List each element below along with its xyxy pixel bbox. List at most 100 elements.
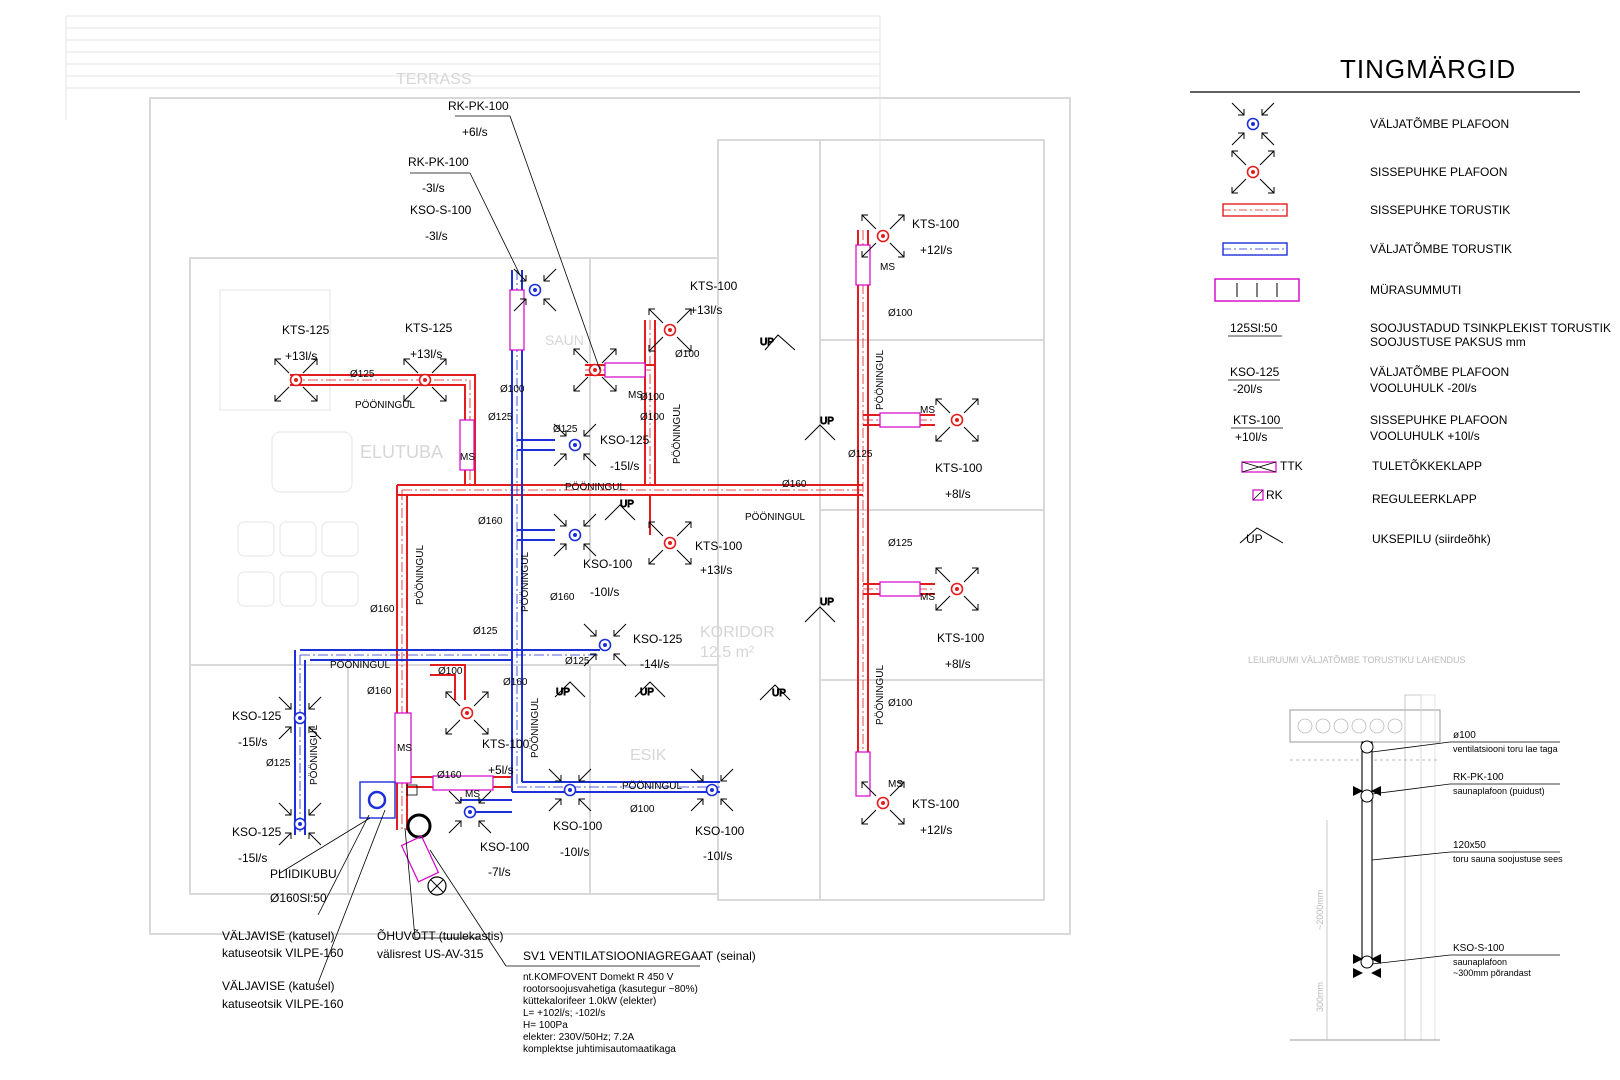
label: KSO-125 [232, 709, 282, 723]
ahu-title: SV1 VENTILATSIOONIAGREGAAT (seinal) [523, 949, 756, 963]
ahu-specification: SV1 VENTILATSIOONIAGREGAAT (seinal) nt.K… [523, 949, 756, 1055]
section-note: saunaplafoon [1453, 957, 1507, 967]
label: +13l/s [690, 303, 722, 317]
terrace-hatching [65, 15, 881, 240]
label: Ø160 [782, 479, 807, 490]
label: Ø125 [553, 424, 578, 435]
ahu-spec-line: nt.KOMFOVENT Domekt R 450 V [523, 972, 674, 983]
ahu-spec-line: komplektse juhtimisautomaatikaga [523, 1044, 676, 1055]
label: -14l/s [640, 657, 669, 671]
room-label: ESIK [630, 747, 667, 764]
room-label: 12.5 m² [700, 644, 755, 661]
label: MS [465, 789, 480, 800]
label: +13l/s [700, 563, 732, 577]
label: -10l/s [560, 845, 589, 859]
label: KSO-100 [553, 819, 603, 833]
supply-duct-symbol [1222, 203, 1288, 217]
label: -10l/s [590, 585, 619, 599]
legend-symbol: 125Sl:50 [1230, 321, 1278, 335]
label: -3l/s [425, 229, 448, 243]
label: ÕHUVÕTT (tuulekastis) [377, 928, 503, 943]
legend-label: MÜRASUMMUTI [1370, 283, 1461, 297]
label: PLIIDIKUBU [270, 867, 337, 881]
label: Ø125 [488, 412, 513, 423]
label: Ø100 [675, 349, 700, 360]
label: MS [888, 779, 903, 790]
supply-diffuser [445, 691, 489, 735]
label: Ø125 [888, 538, 913, 549]
label: KSO-100 [583, 557, 633, 571]
legend: TINGMÄRGID VÄLJATÕMBE PLAFOON SISSEPUHKE… [1190, 54, 1611, 546]
ahu-spec-line: H= 100Pa [523, 1020, 568, 1031]
label: Ø160 [437, 770, 462, 781]
room-label: TERRASS [396, 71, 472, 88]
legend-label: SISSEPUHKE PLAFOON [1370, 413, 1507, 427]
door-undercut-symbols: UP UP UP UP UP UP UP [554, 334, 836, 701]
label: PÖÖNINGUL [565, 481, 625, 493]
label: Ø160 [503, 677, 528, 688]
section-note: RK-PK-100 [1453, 772, 1504, 783]
label: MS [920, 405, 935, 416]
section-note: ventilatsiooni toru lae taga [1453, 744, 1558, 754]
label: KSO-100 [695, 824, 745, 838]
supply-ductwork [290, 230, 935, 830]
legend-label: VÄLJATÕMBE TORUSTIK [1370, 241, 1512, 256]
silencer-symbol [1214, 278, 1300, 302]
label: Ø100 [640, 392, 665, 403]
label: -15l/s [610, 459, 639, 473]
legend-label: SISSEPUHKE PLAFOON [1370, 165, 1507, 179]
exhaust-diffuser [690, 768, 734, 812]
section-title: LEILIRUUMI VÄLJATÕMBE TORUSTIKU LAHENDUS [1248, 655, 1466, 665]
label: PÖÖNINGUL [671, 404, 683, 464]
exhaust-diffuser-symbol [1231, 102, 1275, 146]
supply-diffuser [648, 521, 692, 565]
legend-symbol: RK [1266, 488, 1283, 502]
label: KSO-125 [232, 825, 282, 839]
room-label: SAUN [545, 332, 584, 348]
room-label: ELUTUBA [360, 442, 443, 462]
label: KTS-100 [912, 797, 960, 811]
label: Ø160 [370, 604, 395, 615]
label: katuseotsik VILPE-160 [222, 997, 344, 1011]
label: +12l/s [920, 243, 952, 257]
legend-symbol: -20l/s [1233, 382, 1262, 396]
svg-text:UP: UP [820, 416, 834, 427]
svg-text:UP: UP [820, 597, 834, 608]
legend-label: SOOJUSTUSE PAKSUS mm [1370, 335, 1526, 349]
door-undercut-symbol [1239, 527, 1284, 544]
section-note: ~300mm põrandast [1453, 968, 1531, 978]
label: +6l/s [462, 125, 488, 139]
label: KTS-100 [912, 217, 960, 231]
supply-diffusers [274, 214, 979, 825]
ahu-spec-line: küttekalorifeer 1.0kW (elekter) [523, 996, 656, 1007]
exhaust-diffuser [548, 768, 592, 812]
label: -3l/s [422, 181, 445, 195]
legend-symbol: KSO-125 [1230, 365, 1280, 379]
legend-label: REGULEERKLAPP [1372, 492, 1477, 506]
svg-text:UP: UP [556, 687, 570, 698]
label: PÖÖNINGUL [874, 350, 886, 410]
label: välisrest US-AV-315 [377, 947, 484, 961]
legend-label: VOOLUHULK -20l/s [1370, 381, 1477, 395]
legend-label: TULETÕKKEKLAPP [1372, 458, 1482, 473]
section-note: KSO-S-100 [1453, 943, 1505, 954]
label: Ø160 [367, 686, 392, 697]
label: Ø100 [640, 412, 665, 423]
legend-label: SOOJUSTADUD TSINKPLEKIST TORUSTIK [1370, 321, 1611, 335]
label: katuseotsik VILPE-160 [222, 946, 344, 960]
label: Ø100 [888, 698, 913, 709]
plan-annotations: RK-PK-100 +6l/s RK-PK-100 -3l/s KSO-S-10… [222, 99, 985, 1011]
label: -15l/s [238, 735, 267, 749]
label: Ø100 [630, 804, 655, 815]
label: MS [628, 390, 643, 401]
label: PÖÖNINGUL [874, 665, 886, 725]
supply-diffuser-symbol [1231, 150, 1275, 194]
fire-damper-symbol [1241, 461, 1277, 473]
section-note: toru sauna soojustuse sees [1453, 854, 1563, 864]
dimension: 300mm [1315, 982, 1325, 1012]
legend-label: SISSEPUHKE TORUSTIK [1370, 203, 1510, 217]
label: -15l/s [238, 851, 267, 865]
label: Ø160Sl:50 [270, 891, 327, 905]
label: RK-PK-100 [448, 99, 509, 113]
label: Ø160 [550, 592, 575, 603]
